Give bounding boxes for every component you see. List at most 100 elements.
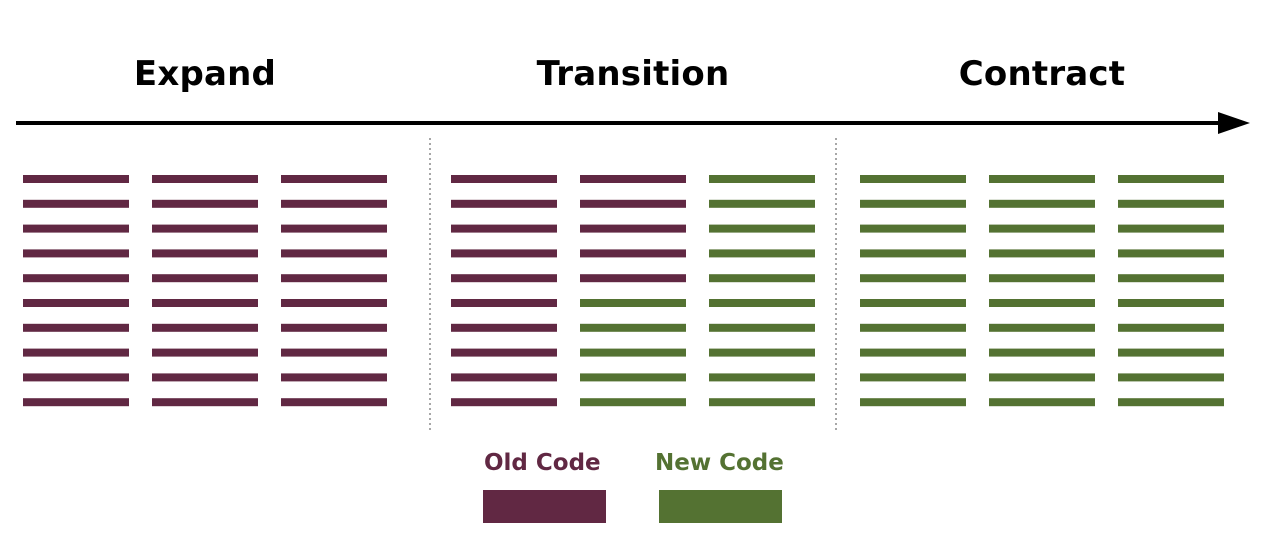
old-code-bar: [23, 348, 129, 357]
new-code-bar: [860, 348, 966, 357]
old-code-bar: [281, 224, 387, 233]
new-code-bar: [989, 323, 1095, 332]
old-code-bar: [451, 398, 557, 407]
new-code-bar: [989, 299, 1095, 307]
new-code-bar: [1118, 373, 1224, 382]
new-code-bar: [860, 249, 966, 258]
new-code-bar: [1118, 224, 1224, 233]
old-code-bar: [281, 373, 387, 382]
old-code-bar: [281, 323, 387, 332]
old-code-bar: [281, 398, 387, 407]
old-code-bar: [23, 323, 129, 332]
old-code-bar: [451, 249, 557, 258]
new-code-bar: [989, 224, 1095, 233]
new-code-bar: [989, 274, 1095, 283]
new-code-bar: [989, 175, 1095, 183]
new-code-bar: [989, 348, 1095, 357]
new-code-bar: [989, 398, 1095, 407]
old-code-bar: [580, 249, 686, 258]
old-code-bar: [580, 175, 686, 183]
new-code-bar: [860, 224, 966, 233]
old-code-bar: [451, 373, 557, 382]
old-code-bar: [152, 249, 258, 258]
new-code-bar: [580, 373, 686, 382]
old-code-bar: [281, 274, 387, 283]
new-code-bar: [580, 398, 686, 407]
old-code-bar: [152, 373, 258, 382]
new-code-bar: [709, 373, 815, 382]
new-code-bar: [989, 199, 1095, 208]
new-code-bar: [709, 175, 815, 183]
old-code-bar: [281, 348, 387, 357]
new-code-bar: [709, 299, 815, 307]
old-code-bar: [451, 224, 557, 233]
new-code-bar: [860, 199, 966, 208]
phase-title-expand: Expand: [133, 54, 277, 94]
new-code-bar: [580, 323, 686, 332]
new-code-bar: [1118, 274, 1224, 283]
legend-new-code-label: New Code: [655, 450, 784, 476]
old-code-bar: [281, 299, 387, 307]
new-code-bar: [1118, 249, 1224, 258]
new-code-bar: [860, 323, 966, 332]
old-code-bar: [451, 299, 557, 307]
old-code-bar: [152, 274, 258, 283]
new-code-bar: [709, 199, 815, 208]
legend-old-code-swatch: [483, 490, 606, 523]
new-code-bar: [1118, 175, 1224, 183]
old-code-bar: [23, 224, 129, 233]
old-code-bar: [580, 224, 686, 233]
new-code-bar: [860, 373, 966, 382]
old-code-bar: [23, 373, 129, 382]
old-code-bar: [152, 299, 258, 307]
new-code-bar: [860, 398, 966, 407]
old-code-bar: [580, 274, 686, 283]
old-code-bar: [152, 348, 258, 357]
new-code-bar: [580, 299, 686, 307]
new-code-bar: [989, 249, 1095, 258]
new-code-bar: [709, 348, 815, 357]
old-code-bar: [152, 323, 258, 332]
old-code-bar: [23, 398, 129, 407]
old-code-bar: [152, 398, 258, 407]
old-code-bar: [23, 199, 129, 208]
old-code-bar: [152, 224, 258, 233]
new-code-bar: [860, 175, 966, 183]
new-code-bar: [709, 224, 815, 233]
old-code-bar: [451, 274, 557, 283]
new-code-bar: [1118, 199, 1224, 208]
new-code-bar: [1118, 398, 1224, 407]
old-code-bar: [451, 323, 557, 332]
old-code-bar: [152, 199, 258, 208]
phase-title-contract: Contract: [958, 54, 1126, 94]
old-code-bar: [23, 175, 129, 183]
old-code-bar: [23, 249, 129, 258]
new-code-bar: [989, 373, 1095, 382]
new-code-bar: [580, 348, 686, 357]
old-code-bar: [451, 348, 557, 357]
timeline-arrow-head: [1218, 112, 1250, 134]
new-code-bar: [709, 274, 815, 283]
new-code-bar: [860, 274, 966, 283]
old-code-bar: [23, 299, 129, 307]
old-code-bar: [152, 175, 258, 183]
new-code-bar: [709, 398, 815, 407]
phase-title-transition: Transition: [536, 54, 730, 94]
new-code-bar: [1118, 348, 1224, 357]
legend-new-code-swatch: [659, 490, 782, 523]
new-code-bar: [1118, 323, 1224, 332]
old-code-bar: [281, 199, 387, 208]
legend-old-code-label: Old Code: [484, 450, 601, 476]
new-code-bar: [709, 323, 815, 332]
new-code-bar: [860, 299, 966, 307]
old-code-bar: [281, 175, 387, 183]
old-code-bar: [451, 199, 557, 208]
old-code-bar: [281, 249, 387, 258]
new-code-bar: [1118, 299, 1224, 307]
code-bars: [23, 175, 1224, 407]
old-code-bar: [23, 274, 129, 283]
old-code-bar: [451, 175, 557, 183]
new-code-bar: [709, 249, 815, 258]
old-code-bar: [580, 199, 686, 208]
